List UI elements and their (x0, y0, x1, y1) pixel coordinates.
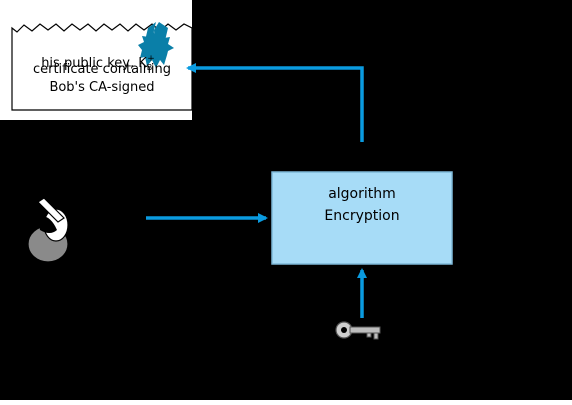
svg-text:key, KCA-: key, KCA - (330, 348, 386, 373)
ca-label-line-1: Certification (469, 200, 554, 216)
certificate-line-3: his public key, KB+ (41, 54, 155, 72)
certificate-key-sub: B (147, 63, 153, 72)
arrow-to-certificate (186, 63, 364, 142)
certificate-line-1: Bob's CA-signed (49, 80, 154, 95)
svg-text:(KB+, B): (KB+, B) (88, 207, 135, 229)
bob-input-sup: + (103, 207, 111, 218)
svg-text:his public key, KB+: his public key, KB+ (41, 54, 155, 72)
mirrored-content: Bob's CA-signed certificate containing h… (11, 22, 562, 378)
encryption-box-line-1: Encryption (324, 208, 399, 224)
bob-input-suffix: , B) (112, 210, 136, 226)
certificate-line-2: certificate containing (33, 62, 171, 77)
bob-input-prefix: (K (88, 210, 103, 226)
private-key-line-2: key, KCA - (330, 348, 386, 373)
certificate-key-prefix: his public key, K (41, 56, 147, 71)
private-key-prefix: key, K (330, 354, 373, 370)
key-icon (335, 321, 381, 340)
private-key-sub: CA (373, 363, 386, 373)
certificate-seal-icon (138, 22, 174, 68)
bob-input-sub: B (103, 219, 109, 229)
private-key-sup: - (376, 348, 380, 361)
bob-person-icon (27, 197, 69, 263)
private-key-line-1: CA's private (320, 362, 404, 378)
encryption-box-line-2: algorithm (328, 186, 396, 202)
certificate-key-sup: + (147, 54, 155, 64)
encryption-box (271, 171, 453, 265)
bob-input-label: (KB+, B) (88, 207, 135, 229)
ca-label-line-2: Authority (CA) (462, 182, 562, 198)
